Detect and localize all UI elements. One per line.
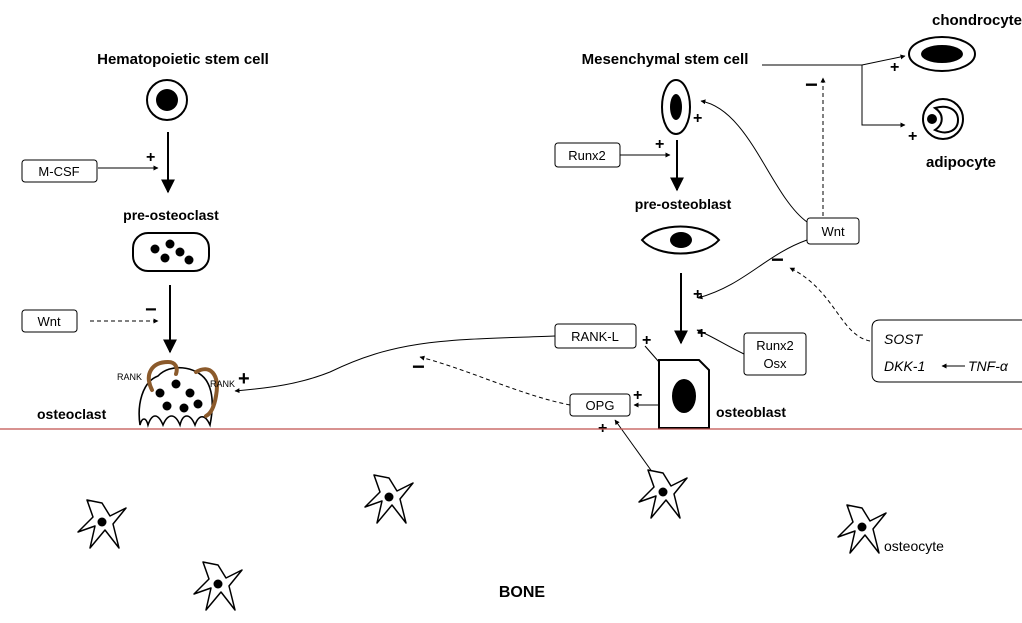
osteocyte-icon bbox=[838, 505, 886, 553]
pre-osteoclast-cell-icon bbox=[133, 233, 209, 271]
rankl-to-rank-arrow bbox=[235, 336, 555, 391]
pre-osteoclast-label: pre-osteoclast bbox=[123, 207, 219, 223]
chondrocyte-plus-sign: + bbox=[890, 59, 899, 76]
runx2-osx-line2: Osx bbox=[763, 356, 787, 371]
opg-minus-sign: − bbox=[412, 354, 425, 379]
pre-osteoblast-cell-icon bbox=[642, 227, 719, 254]
osteocyte-icon bbox=[78, 500, 126, 548]
wnt-differentiation-minus-sign: − bbox=[805, 72, 818, 97]
wnt-left-label: Wnt bbox=[37, 314, 61, 329]
sost-label: SOST bbox=[884, 331, 924, 347]
opg-inhibit-rankl-arrow bbox=[420, 357, 570, 405]
osteoblast-to-rankl-line bbox=[645, 346, 659, 362]
runx2-top-plus-sign: + bbox=[655, 136, 664, 153]
osteocyte-label: osteocyte bbox=[884, 538, 944, 554]
osteoblast-cell-icon bbox=[659, 360, 709, 428]
adipocyte-plus-sign: + bbox=[908, 128, 917, 145]
msc-label: Mesenchymal stem cell bbox=[582, 51, 749, 68]
runx2-top-label: Runx2 bbox=[568, 148, 606, 163]
osteoblast-label: osteoblast bbox=[716, 404, 786, 420]
opg-box: OPG bbox=[570, 394, 630, 416]
chondrocyte-cell-icon bbox=[909, 37, 975, 71]
adipocyte-label: adipocyte bbox=[926, 154, 996, 171]
wnt-preosteoblast-plus-sign: + bbox=[693, 286, 702, 303]
mcsf-box: M-CSF bbox=[22, 160, 97, 182]
rank-right-label: RANK bbox=[210, 379, 235, 389]
chondrocyte-label: chondrocyte bbox=[932, 12, 1022, 29]
rankl-plus-sign: + bbox=[642, 332, 651, 349]
rankl-box: RANK-L bbox=[555, 324, 636, 348]
wnt-left-minus-sign: − bbox=[145, 299, 157, 321]
mcsf-label: M-CSF bbox=[38, 164, 79, 179]
adipocyte-cell-icon bbox=[923, 99, 963, 139]
wnt-box-right: Wnt bbox=[807, 218, 859, 244]
rank-plus-sign: + bbox=[238, 368, 250, 390]
hsc-cell-icon bbox=[147, 80, 187, 120]
hsc-label: Hematopoietic stem cell bbox=[97, 51, 269, 68]
wnt-box-left: Wnt bbox=[22, 310, 77, 332]
osteocyte-icon bbox=[365, 475, 413, 523]
msc-plus-sign: + bbox=[693, 110, 702, 127]
runx2-osx-box: Runx2 Osx bbox=[744, 333, 806, 375]
runx2-osx-plus-sign: + bbox=[697, 325, 706, 342]
sost-dkk1-box: SOST DKK-1 TNF-α bbox=[872, 320, 1022, 382]
opg-osteoblast-plus-sign: + bbox=[633, 387, 642, 404]
rankl-label: RANK-L bbox=[571, 329, 619, 344]
bone-label: BONE bbox=[499, 584, 546, 601]
runx2-box-top: Runx2 bbox=[555, 143, 620, 167]
opg-label: OPG bbox=[586, 398, 615, 413]
pre-osteoblast-label: pre-osteoblast bbox=[635, 196, 732, 212]
wnt-to-preosteoblast-arrow bbox=[698, 240, 807, 298]
osteoclast-label: osteoclast bbox=[37, 406, 107, 422]
osteocyte-icon bbox=[639, 470, 687, 518]
dkk1-label: DKK-1 bbox=[884, 358, 925, 374]
sost-dkk1-inhibit-wnt-arrow bbox=[790, 268, 870, 341]
osteocyte-icon bbox=[194, 562, 242, 610]
tnf-label: TNF-α bbox=[968, 358, 1009, 374]
mcsf-plus-sign: + bbox=[146, 149, 155, 166]
sost-wnt-minus-sign: − bbox=[771, 247, 784, 272]
msc-cell-icon bbox=[662, 80, 690, 134]
msc-differentiation-branch bbox=[762, 65, 905, 125]
wnt-right-label: Wnt bbox=[821, 224, 845, 239]
rank-left-label: RANK bbox=[117, 372, 142, 382]
runx2-osx-line1: Runx2 bbox=[756, 338, 794, 353]
